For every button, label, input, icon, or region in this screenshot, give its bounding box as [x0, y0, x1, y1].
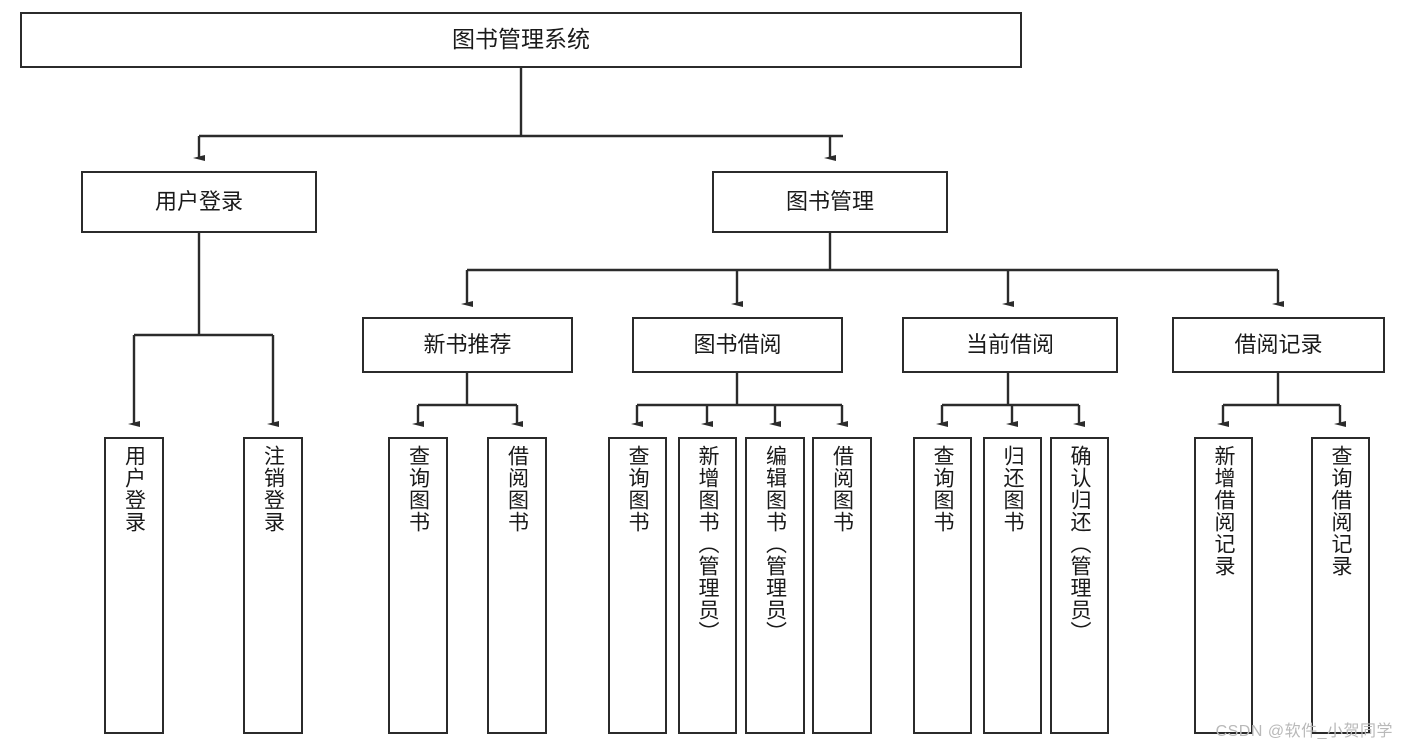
node-leaf-query-book-bb-label: 查询图书 [626, 445, 650, 533]
node-leaf-add-record-label: 新增借阅记录 [1212, 445, 1236, 577]
node-new-book-rec[interactable]: 新书推荐 [362, 317, 573, 373]
node-leaf-borrow-book-bb-label: 借阅图书 [830, 445, 854, 533]
node-new-book-rec-label: 新书推荐 [423, 332, 512, 358]
node-current-borrow[interactable]: 当前借阅 [902, 317, 1118, 373]
node-leaf-query-book-cb[interactable]: 查询图书 [913, 437, 972, 734]
node-root[interactable]: 图书管理系统 [20, 12, 1022, 68]
node-leaf-borrow-book-bb[interactable]: 借阅图书 [812, 437, 872, 734]
node-book-borrow[interactable]: 图书借阅 [632, 317, 843, 373]
node-leaf-user-logout[interactable]: 注销登录 [243, 437, 303, 734]
node-leaf-query-record[interactable]: 查询借阅记录 [1311, 437, 1370, 734]
node-leaf-user-login-label: 用户登录 [122, 445, 146, 533]
node-leaf-edit-book-label: 编辑图书（管理员） [763, 445, 787, 643]
node-borrow-record[interactable]: 借阅记录 [1172, 317, 1385, 373]
node-leaf-user-login[interactable]: 用户登录 [104, 437, 164, 734]
node-book-borrow-label: 图书借阅 [693, 332, 782, 358]
node-leaf-add-record[interactable]: 新增借阅记录 [1194, 437, 1253, 734]
node-borrow-record-label: 借阅记录 [1234, 332, 1323, 358]
node-leaf-confirm-return[interactable]: 确认归还（管理员） [1050, 437, 1109, 734]
node-leaf-query-book-rec-label: 查询图书 [406, 445, 430, 533]
node-leaf-return-book-label: 归还图书 [1001, 445, 1025, 533]
watermark-text: CSDN @软件_小贺同学 [1215, 723, 1393, 740]
node-leaf-user-logout-label: 注销登录 [261, 445, 285, 533]
node-current-borrow-label: 当前借阅 [965, 332, 1054, 358]
node-leaf-borrow-book-rec-label: 借阅图书 [505, 445, 529, 533]
node-book-manage-label: 图书管理 [785, 189, 874, 215]
node-book-manage[interactable]: 图书管理 [712, 171, 948, 233]
node-user-login-label: 用户登录 [154, 189, 243, 215]
node-user-login[interactable]: 用户登录 [81, 171, 317, 233]
node-leaf-confirm-return-label: 确认归还（管理员） [1068, 445, 1092, 643]
node-leaf-query-book-cb-label: 查询图书 [931, 445, 955, 533]
node-leaf-query-book-bb[interactable]: 查询图书 [608, 437, 667, 734]
node-leaf-query-book-rec[interactable]: 查询图书 [388, 437, 448, 734]
node-leaf-edit-book[interactable]: 编辑图书（管理员） [745, 437, 805, 734]
node-leaf-query-record-label: 查询借阅记录 [1329, 445, 1353, 577]
node-leaf-add-book-label: 新增图书（管理员） [696, 445, 720, 643]
node-leaf-return-book[interactable]: 归还图书 [983, 437, 1042, 734]
node-leaf-add-book[interactable]: 新增图书（管理员） [678, 437, 737, 734]
node-leaf-borrow-book-rec[interactable]: 借阅图书 [487, 437, 547, 734]
node-root-label: 图书管理系统 [452, 26, 590, 53]
